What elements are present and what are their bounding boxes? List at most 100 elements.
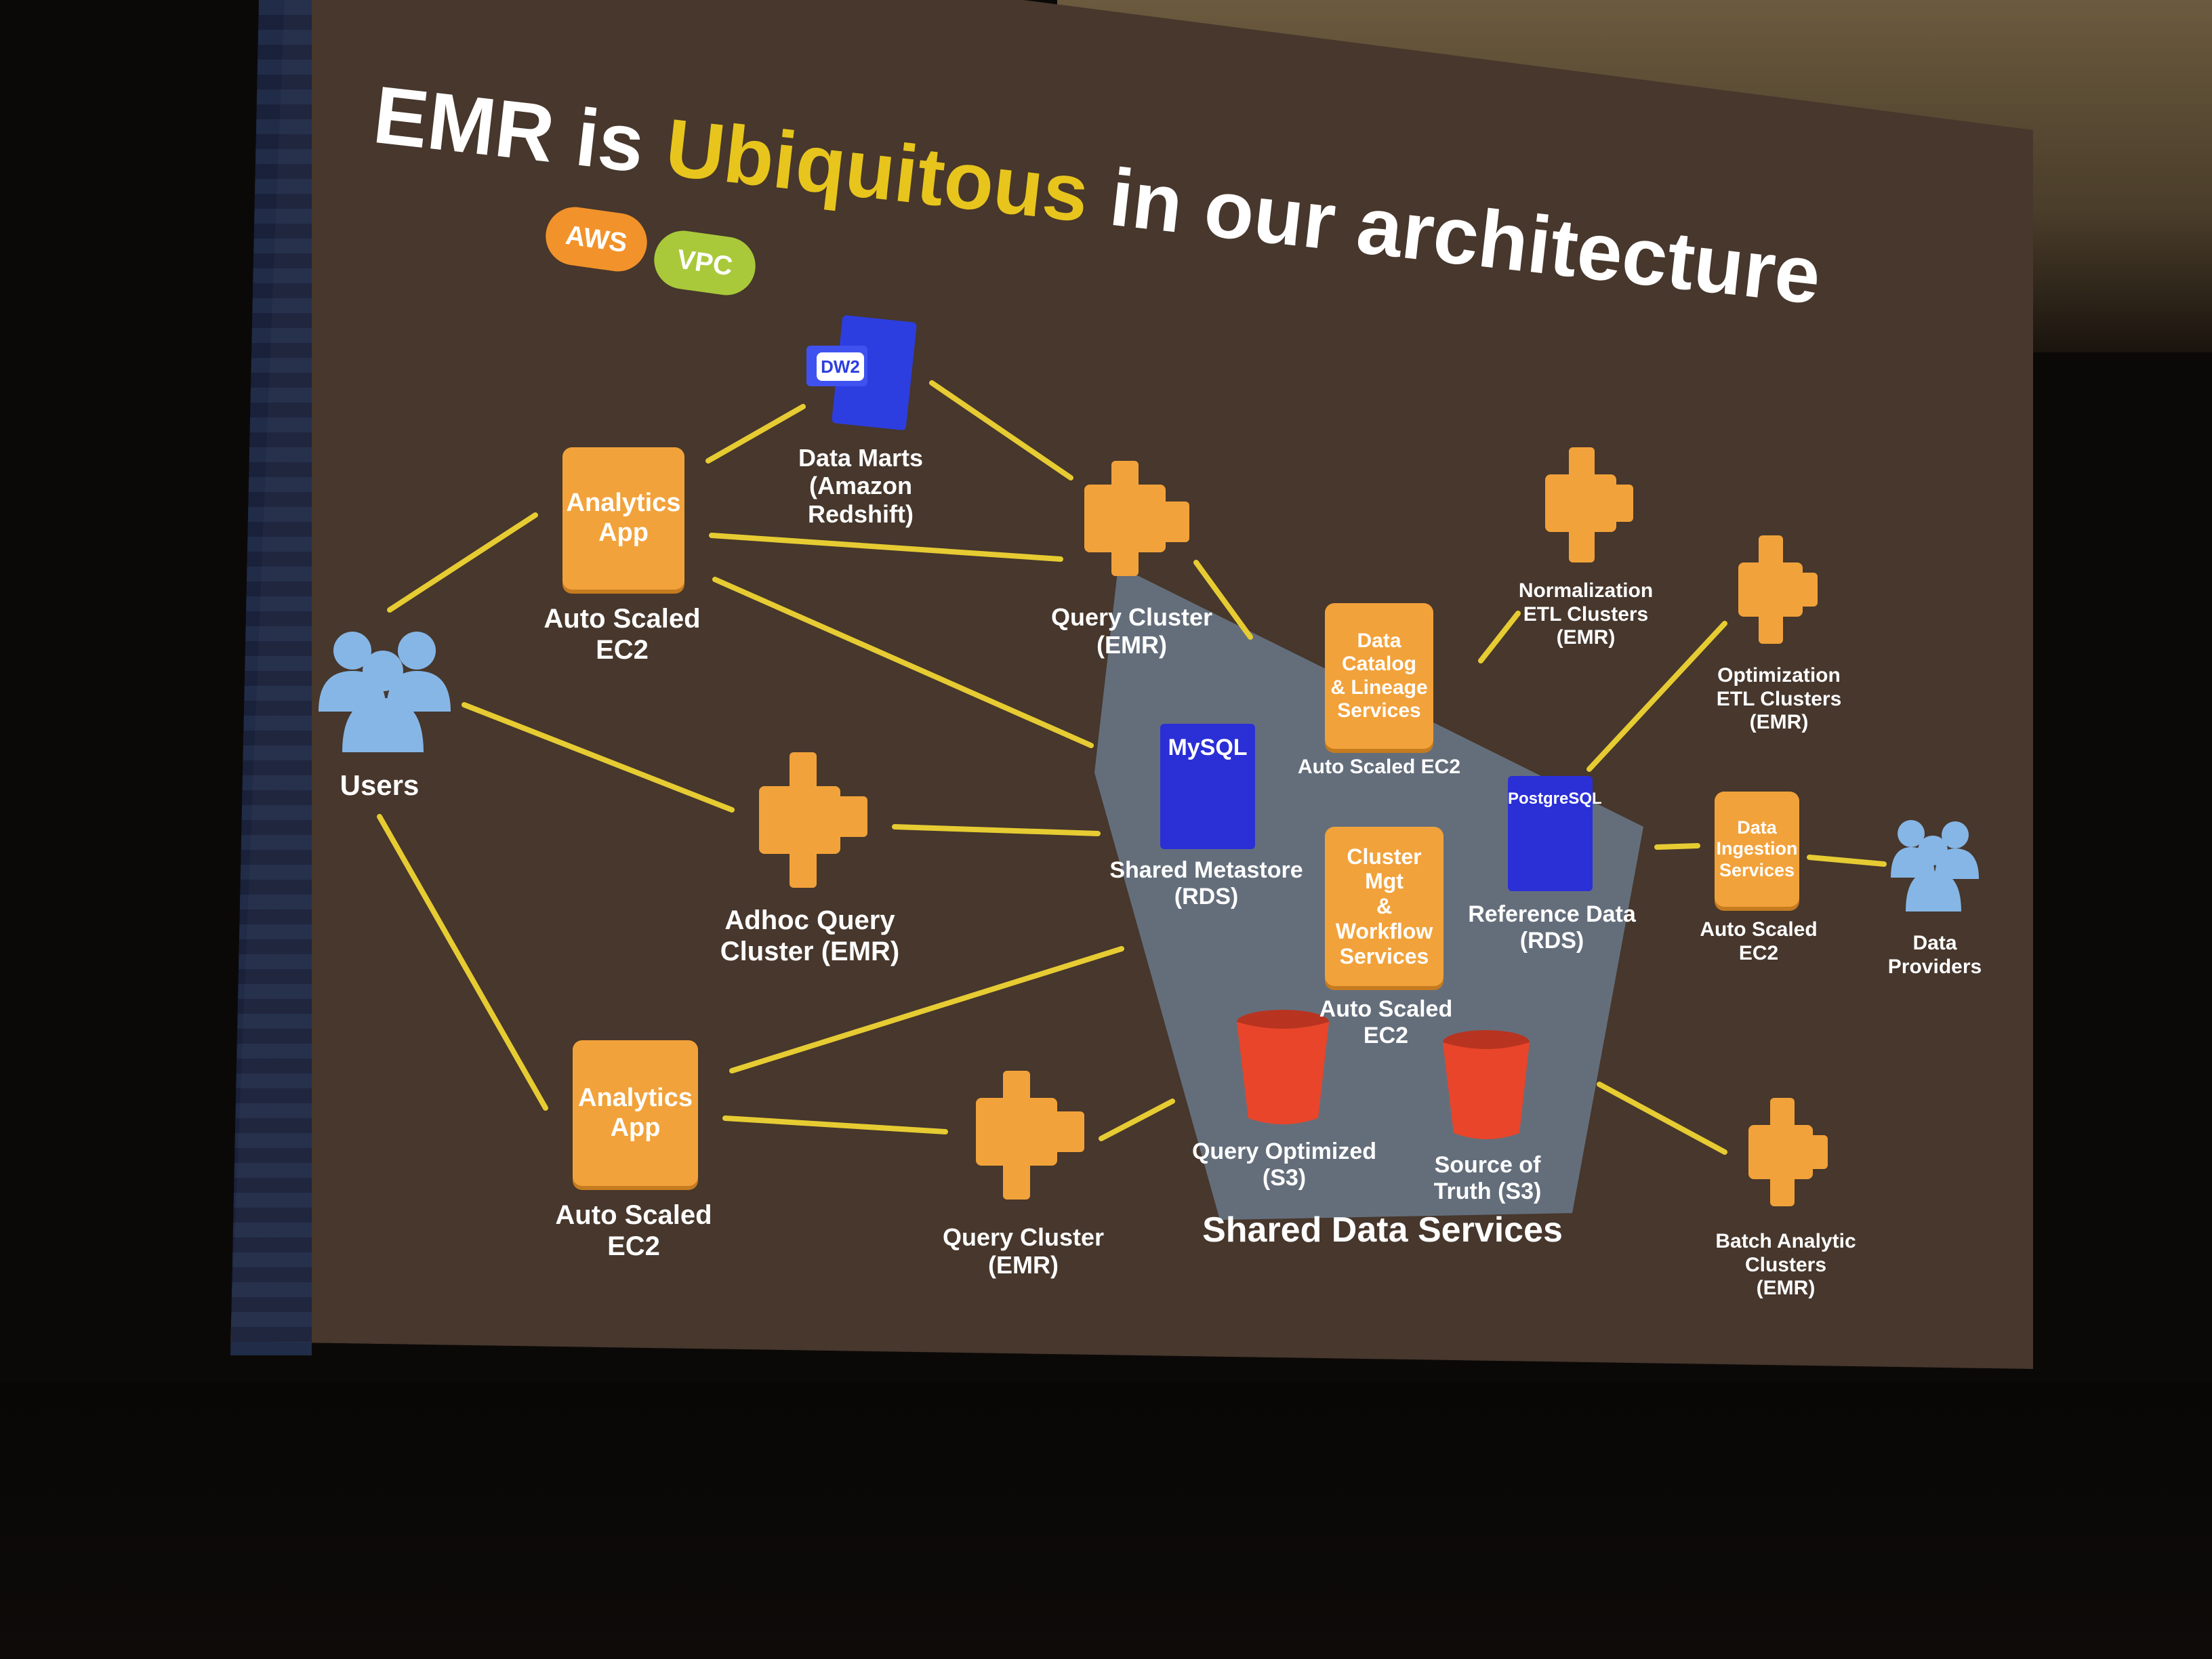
s3-bucket-icon-query — [1237, 1010, 1329, 1124]
connector-datamarts-query-top — [929, 380, 1073, 480]
s3-truth-label: Source of Truth (S3) — [1434, 1152, 1542, 1205]
cluster-mgt-line-1: Cluster Mgt — [1347, 844, 1422, 894]
emr-icon-adhoc — [759, 752, 867, 888]
adhoc-cluster-line-2: Cluster (EMR) — [720, 937, 900, 966]
s3-query-label: Query Optimized (S3) — [1192, 1139, 1376, 1191]
data-ingestion-caption: Auto Scaled EC2 — [1700, 918, 1817, 965]
query-cluster-bottom-label: Query Cluster (EMR) — [943, 1223, 1104, 1279]
adhoc-cluster-line-1: Adhoc Query — [724, 905, 895, 935]
query-cluster-bottom-line-1: Query Cluster — [942, 1223, 1105, 1251]
data-catalog-box: Data Catalog & Lineage Services — [1325, 603, 1433, 749]
cluster-mgt-line-3: Services — [1339, 943, 1429, 968]
data-marts-label: Data Marts (Amazon Redshift) — [798, 444, 923, 528]
data-ingestion-caption-2: EC2 — [1738, 941, 1779, 964]
connector-shared-batch — [1597, 1082, 1727, 1155]
normalization-etl-line-2: ETL Clusters — [1523, 602, 1649, 626]
cluster-mgt-box: Cluster Mgt & Workflow Services — [1325, 827, 1443, 986]
postgres-db-icon: PostgreSQL — [1508, 776, 1602, 891]
connector-app-top-shared — [712, 577, 1094, 748]
connector-shared-optimization — [1586, 621, 1727, 772]
mysql-label-2: (RDS) — [1174, 884, 1239, 910]
emr-icon-query-bottom — [976, 1071, 1084, 1200]
s3-bucket-icon-truth — [1443, 1030, 1530, 1139]
users-icon — [319, 632, 451, 752]
normalization-etl-line-3: (EMR) — [1556, 626, 1616, 649]
cluster-mgt-line-2: & Workflow — [1335, 894, 1433, 943]
connector-app-bottom-query-bottom — [722, 1115, 948, 1134]
stage-floor — [0, 1382, 2212, 1659]
analytics-app-top-caption-1: Auto Scaled — [544, 604, 701, 634]
connector-app-bottom-shared — [729, 946, 1124, 1073]
connector-app-top-query-top — [709, 533, 1063, 562]
data-ingestion-line-2: Ingestion — [1716, 838, 1798, 859]
postgres-label: Reference Data (RDS) — [1468, 901, 1636, 954]
users-label: Users — [340, 769, 419, 801]
data-ingestion-line-3: Services — [1719, 859, 1795, 880]
query-cluster-top-label: Query Cluster (EMR) — [1051, 603, 1212, 659]
query-cluster-top-line-2: (EMR) — [1097, 631, 1167, 659]
cluster-mgt-caption-2: EC2 — [1363, 1023, 1409, 1049]
data-catalog-line-3: & Lineage — [1330, 676, 1428, 699]
cluster-mgt-caption: Auto Scaled EC2 — [1319, 996, 1452, 1049]
data-ingestion-line-1: Data — [1737, 817, 1777, 838]
query-cluster-bottom-line-2: (EMR) — [988, 1251, 1059, 1279]
emr-icon-query-top — [1084, 461, 1189, 576]
data-catalog-line-1: Data — [1357, 629, 1401, 652]
optimization-etl-label: Optimization ETL Clusters (EMR) — [1717, 664, 1842, 735]
analytics-app-top-caption: Auto Scaled EC2 — [544, 603, 700, 665]
analytics-app-bottom-caption: Auto Scaled EC2 — [555, 1200, 712, 1262]
batch-analytic-line-2: Clusters — [1744, 1253, 1827, 1276]
dw2-badge: DW2 — [817, 352, 864, 381]
data-catalog-caption: Auto Scaled EC2 — [1297, 756, 1461, 778]
data-providers-line-2: Providers — [1887, 955, 1982, 978]
normalization-etl-label: Normalization ETL Clusters (EMR) — [1519, 579, 1653, 650]
batch-analytic-label: Batch Analytic Clusters (EMR) — [1715, 1230, 1856, 1300]
data-marts-line-3: Redshift) — [808, 499, 914, 528]
connector-app-top-datamarts — [705, 404, 806, 464]
shared-data-services-title: Shared Data Services — [1202, 1210, 1563, 1250]
connector-adhoc-shared — [892, 824, 1101, 836]
data-ingestion-caption-1: Auto Scaled — [1700, 918, 1818, 941]
analytics-app-top-line-2: App — [598, 518, 649, 547]
analytics-app-bottom-line-2: App — [610, 1113, 661, 1142]
optimization-etl-line-3: (EMR) — [1749, 711, 1809, 733]
adhoc-cluster-label: Adhoc Query Cluster (EMR) — [720, 905, 899, 967]
optimization-etl-line-1: Optimization — [1717, 664, 1841, 687]
analytics-app-bottom-caption-1: Auto Scaled — [555, 1200, 712, 1230]
query-cluster-top-line-1: Query Cluster — [1050, 603, 1213, 631]
data-catalog-line-2: Catalog — [1341, 653, 1416, 675]
data-providers-icon — [1891, 820, 1979, 912]
analytics-app-bottom-box: Analytics App — [573, 1040, 698, 1186]
emr-icon-batch — [1748, 1098, 1828, 1206]
connector-shared-normalization — [1478, 611, 1521, 663]
analytics-app-top-line-1: Analytics — [566, 489, 681, 518]
connector-query-top-shared — [1193, 560, 1253, 640]
data-ingestion-box: Data Ingestion Services — [1715, 792, 1799, 907]
analytics-app-bottom-caption-2: EC2 — [607, 1231, 660, 1261]
data-providers-line-1: Data — [1912, 932, 1957, 954]
normalization-etl-line-1: Normalization — [1518, 579, 1654, 602]
s3-truth-label-1: Source of — [1434, 1152, 1541, 1178]
s3-truth-label-2: Truth (S3) — [1433, 1179, 1542, 1205]
emr-icon-optimization — [1738, 535, 1818, 644]
batch-analytic-line-3: (EMR) — [1756, 1277, 1816, 1299]
analytics-app-bottom-line-1: Analytics — [578, 1083, 693, 1112]
mysql-label-1: Shared Metastore — [1109, 857, 1303, 883]
postgres-label-2: (RDS) — [1519, 928, 1584, 954]
connector-query-bottom-shared — [1099, 1099, 1175, 1141]
data-catalog-line-4: Services — [1337, 699, 1421, 722]
connector-ingestion-providers — [1807, 855, 1887, 867]
data-marts-line-1: Data Marts — [798, 444, 924, 472]
connector-users-app-top — [387, 512, 538, 613]
optimization-etl-line-2: ETL Clusters — [1716, 687, 1842, 710]
mysql-db-icon: MySQL — [1160, 724, 1255, 849]
data-providers-label: Data Providers — [1888, 932, 1982, 979]
batch-analytic-line-1: Batch Analytic — [1715, 1230, 1856, 1252]
postgres-label-1: Reference Data — [1468, 901, 1636, 927]
connector-users-adhoc — [462, 702, 735, 813]
connector-shared-ingestion — [1654, 843, 1700, 850]
mysql-label: Shared Metastore (RDS) — [1109, 857, 1303, 910]
emr-icon-normalization — [1545, 447, 1633, 562]
cluster-mgt-caption-1: Auto Scaled — [1319, 996, 1453, 1022]
